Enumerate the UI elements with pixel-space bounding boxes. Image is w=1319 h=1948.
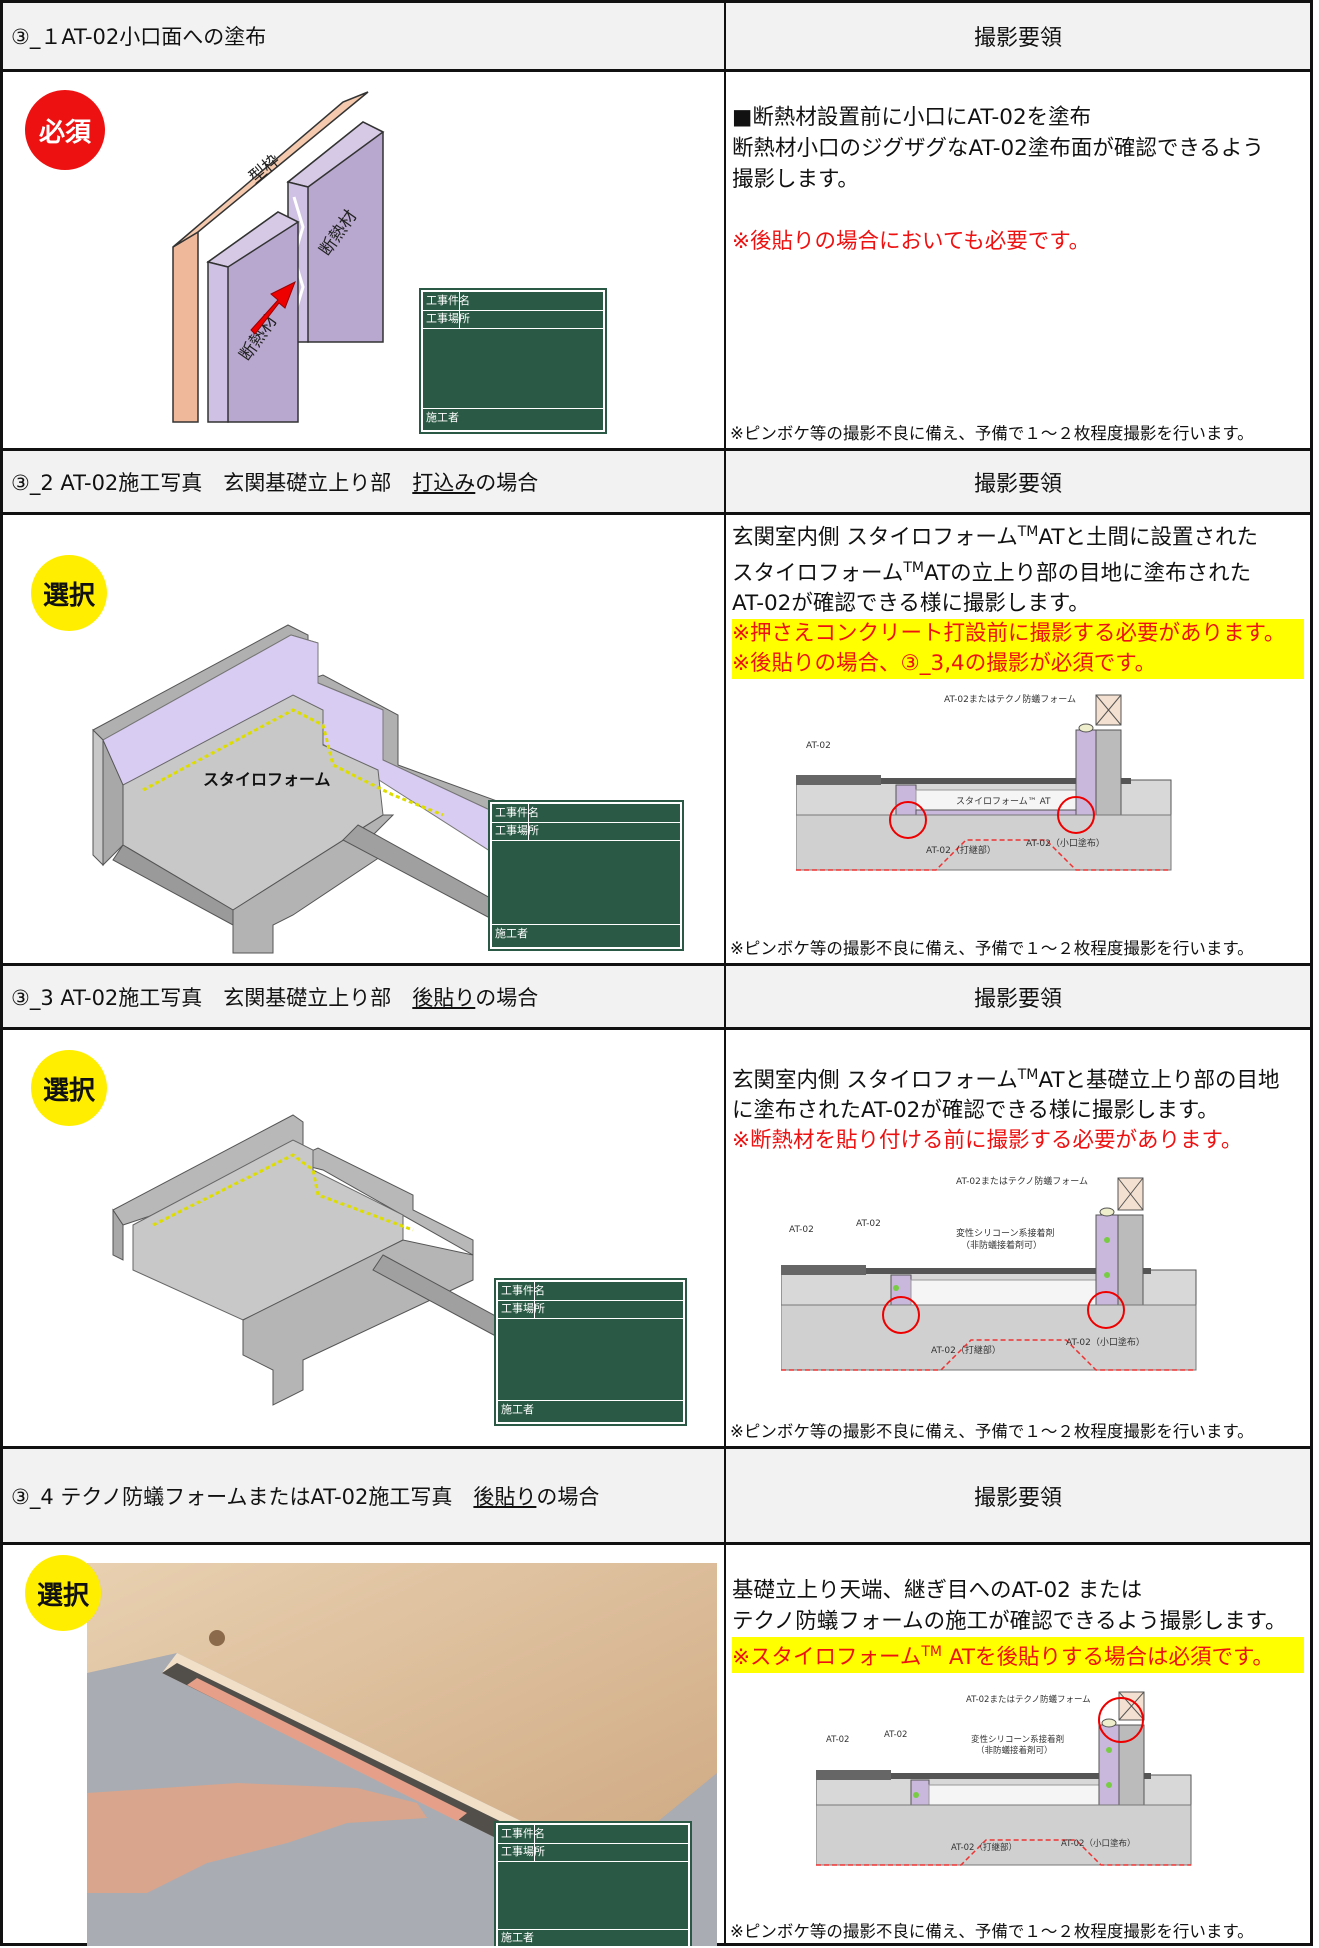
- section4-header-right: 撮影要領: [973, 1485, 1062, 1511]
- section2-title: ③_2 AT-02施工写真 玄関基礎立上り部 打込みの場合: [3, 451, 726, 512]
- section3-header-right: 撮影要領: [973, 986, 1062, 1012]
- section3-footnote: ※ピンボケ等の撮影不良に備え、予備で１～２枚程度撮影を行います。: [730, 1422, 1254, 1441]
- optional-badge: 選択: [31, 1050, 107, 1126]
- section4-footnote: ※ピンボケ等の撮影不良に備え、予備で１～２枚程度撮影を行います。: [730, 1922, 1254, 1941]
- svg-text:AT-02（小口塗布）: AT-02（小口塗布）: [1026, 837, 1105, 849]
- svg-text:スタイロフォーム™ AT: スタイロフォーム™ AT: [956, 796, 1051, 807]
- section3-cross-section-diagram: AT-02またはテクノ防蟻フォーム AT-02 AT-02 変性シリコーン系接着…: [781, 1175, 1197, 1371]
- section4-header: ③_4 テクノ防蟻フォームまたはAT-02施工写真 後貼りの場合 撮影要領: [3, 1446, 1310, 1542]
- section3-title: ③_3 AT-02施工写真 玄関基礎立上り部 後貼りの場合: [3, 966, 726, 1027]
- photo-blackboard: 工事件名 工事場所 施工者: [488, 800, 684, 951]
- section2-highlight-note-1: ※押さえコンクリート打設前に撮影する必要があります。: [732, 619, 1304, 650]
- section3-text-cell: 玄関室内側 スタイロフォームTMATと基礎立上り部の目地 に塗布されたAT-02…: [726, 1030, 1310, 1446]
- section4-text-cell: 基礎立上り天端、継ぎ目へのAT-02 または テクノ防蟻フォームの施工が確認でき…: [726, 1545, 1310, 1946]
- section2-cross-section-diagram: AT-02またはテクノ防蟻フォーム AT-02 スタイロフォーム™ AT AT-…: [796, 693, 1172, 871]
- section2-text-cell: 玄関室内側 スタイロフォームTMATと土間に設置された スタイロフォームTMAT…: [726, 515, 1310, 963]
- svg-text:AT-02: AT-02: [806, 741, 831, 751]
- section1-footnote: ※ピンボケ等の撮影不良に備え、予備で１～２枚程度撮影を行います。: [730, 424, 1254, 443]
- required-badge: 必須: [25, 90, 105, 170]
- foundation-only-illustration: [112, 1114, 504, 1406]
- section2-description: 玄関室内側 スタイロフォームTMATと土間に設置された スタイロフォームTMAT…: [732, 517, 1304, 680]
- section3-body: 選択 工事件名 工事場所 施工者 玄関室内側 スタイロフォームTM: [3, 1027, 1310, 1446]
- section1-illustration-cell: 必須 型枠 断熱材 断熱材 工事件名: [3, 72, 726, 448]
- arrow-icon: [250, 280, 296, 335]
- section3-red-note: ※断熱材を貼り付ける前に撮影する必要があります。: [732, 1128, 1243, 1154]
- section2-footnote: ※ピンボケ等の撮影不良に備え、予備で１～２枚程度撮影を行います。: [730, 939, 1254, 958]
- svg-text:AT-02（小口塗布）: AT-02（小口塗布）: [1066, 1336, 1145, 1348]
- svg-text:AT-02: AT-02: [826, 1735, 849, 1745]
- insulation-illustration: 型枠 断熱材 断熱材: [172, 91, 385, 423]
- svg-text:AT-02またはテクノ防蟻フォーム: AT-02またはテクノ防蟻フォーム: [956, 1175, 1088, 1187]
- svg-text:変性シリコーン系接着剤: 変性シリコーン系接着剤: [956, 1227, 1055, 1239]
- svg-text:AT-02: AT-02: [856, 1219, 881, 1229]
- svg-text:AT-02: AT-02: [884, 1730, 907, 1740]
- section4-highlight-note: ※スタイロフォームTM ATを後貼りする場合は必須です。: [732, 1637, 1304, 1674]
- label-styrofoam: スタイロフォーム: [203, 770, 331, 789]
- entrance-foundation-illustration: スタイロフォーム: [92, 624, 564, 954]
- svg-text:AT-02（打継部）: AT-02（打継部）: [931, 1344, 1001, 1356]
- section4-cross-section-diagram: AT-02またはテクノ防蟻フォーム AT-02 AT-02 変性シリコーン系接着…: [816, 1691, 1192, 1866]
- svg-text:AT-02（打継部）: AT-02（打継部）: [926, 844, 996, 856]
- svg-text:AT-02またはテクノ防蟻フォーム: AT-02またはテクノ防蟻フォーム: [944, 693, 1076, 705]
- section3-illustration-cell: 選択 工事件名 工事場所 施工者: [3, 1030, 726, 1446]
- section1-header: ③_１AT-02小口面への塗布 撮影要領: [3, 3, 1310, 69]
- section4-body: 選択 工事件名 工事場所 施工者 基礎立上り天端、継ぎ目へのAT-02 または …: [3, 1542, 1310, 1946]
- photo-blackboard: 工事件名 工事場所 施工者: [494, 1821, 692, 1946]
- svg-text:（非防蟻接着剤可）: （非防蟻接着剤可）: [961, 1239, 1042, 1251]
- section1-red-note: ※後貼りの場合においても必要です。: [732, 229, 1091, 254]
- section4-description: 基礎立上り天端、継ぎ目へのAT-02 または テクノ防蟻フォームの施工が確認でき…: [732, 1575, 1304, 1674]
- svg-text:AT-02（小口塗布）: AT-02（小口塗布）: [1061, 1838, 1135, 1849]
- svg-text:AT-02: AT-02: [789, 1225, 814, 1235]
- section3-header: ③_3 AT-02施工写真 玄関基礎立上り部 後貼りの場合 撮影要領: [3, 963, 1310, 1027]
- svg-text:AT-02（打継部）: AT-02（打継部）: [951, 1842, 1017, 1853]
- svg-text:変性シリコーン系接着剤: 変性シリコーン系接着剤: [971, 1734, 1064, 1745]
- optional-badge: 選択: [25, 1555, 101, 1631]
- section3-description: 玄関室内側 スタイロフォームTMATと基礎立上り部の目地 に塗布されたAT-02…: [732, 1060, 1304, 1156]
- section1-header-right: 撮影要領: [973, 26, 1062, 51]
- section2-illustration-cell: 選択 スタイロフォーム 工事件名 工事場: [3, 515, 726, 963]
- section1-title: ③_１AT-02小口面への塗布: [3, 3, 726, 69]
- optional-badge: 選択: [31, 555, 107, 631]
- section2-header: ③_2 AT-02施工写真 玄関基礎立上り部 打込みの場合 撮影要領: [3, 448, 1310, 512]
- section4-title: ③_4 テクノ防蟻フォームまたはAT-02施工写真 後貼りの場合: [3, 1449, 726, 1542]
- section1-text-cell: ■断熱材設置前に小口にAT-02を塗布 断熱材小口のジグザグなAT-02塗布面が…: [726, 72, 1310, 448]
- section1-body: 必須 型枠 断熱材 断熱材 工事件名: [3, 69, 1310, 448]
- svg-text:AT-02またはテクノ防蟻フォーム: AT-02またはテクノ防蟻フォーム: [966, 1694, 1091, 1705]
- section4-photo-cell: 選択 工事件名 工事場所 施工者: [3, 1545, 726, 1946]
- svg-text:（非防蟻接着剤可）: （非防蟻接着剤可）: [976, 1745, 1053, 1756]
- section2-header-right: 撮影要領: [973, 471, 1062, 497]
- section1-description: ■断熱材設置前に小口にAT-02を塗布 断熱材小口のジグザグなAT-02塗布面が…: [732, 102, 1304, 257]
- photo-blackboard: 工事件名 工事場所 施工者: [494, 1278, 687, 1426]
- photo-blackboard: 工事件名 工事場所 施工者: [419, 288, 607, 434]
- section2-highlight-note-2: ※後貼りの場合、③_3,4の撮影が必須です。: [732, 649, 1304, 680]
- section2-body: 選択 スタイロフォーム 工事件名 工事場: [3, 512, 1310, 963]
